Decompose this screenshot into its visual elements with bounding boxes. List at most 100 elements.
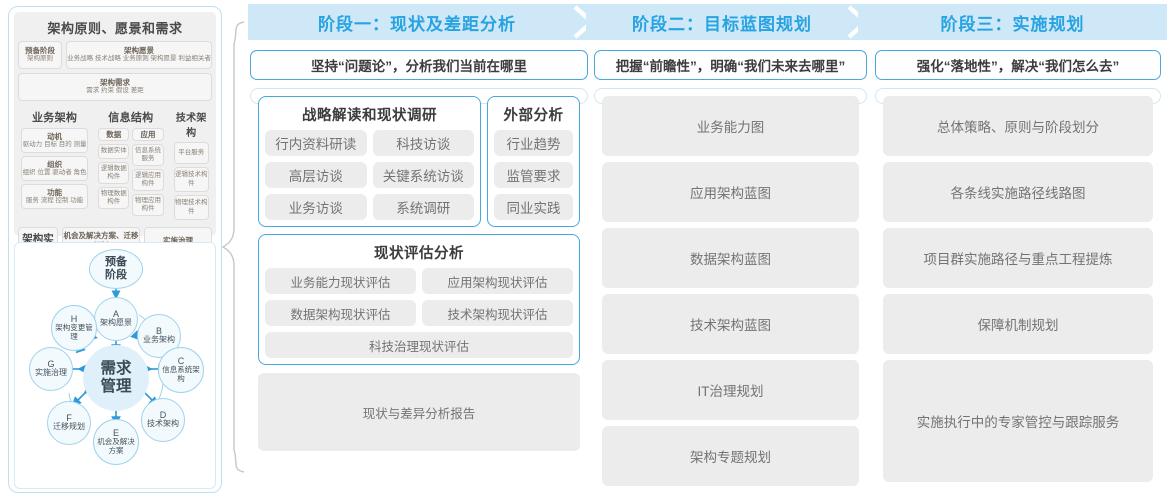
- chip-item[interactable]: 业务能力图: [602, 96, 859, 156]
- pillar-cell: 平台服务: [173, 142, 209, 164]
- node-label: 架构愿景: [100, 318, 132, 328]
- chip-item[interactable]: 系统调研: [372, 194, 474, 220]
- chip-item[interactable]: 业务访谈: [265, 194, 367, 220]
- phase-2-banner: 阶段二：目标蓝图规划: [586, 4, 858, 40]
- chip-item[interactable]: 同业实践: [494, 194, 573, 220]
- group-chip-grid: 业务能力现状评估 应用架构现状评估 数据架构现状评估 技术架构现状评估: [265, 268, 573, 326]
- adm-node-g: G 实施治理: [29, 347, 73, 391]
- cell-heading: 实施治理: [162, 236, 193, 246]
- chip-item[interactable]: 业务能力现状评估: [265, 268, 416, 294]
- phase-1-subtitle-text: 坚持“问题论”，分析我们当前在哪里: [311, 59, 527, 74]
- chip-item[interactable]: 高层访谈: [265, 162, 367, 188]
- cell-heading: 应用: [140, 129, 156, 139]
- pillar-information-structure: 信息结构 数据 数据实体 逻辑数据构件: [95, 105, 167, 223]
- adm-node-e: E 机会及解决方案: [93, 419, 139, 465]
- cell-sub: 物理技术构件: [175, 199, 208, 215]
- togaf-cell-prep: 预备阶段 架构原则: [18, 41, 62, 69]
- cell-sub: 物理数据构件: [100, 189, 127, 205]
- adm-node-h: H 架构变更管理: [51, 305, 97, 351]
- node-key: G: [47, 358, 55, 369]
- adm-cycle-diagram: 预备 阶段 需求 管理 A 架构愿景 B 业务架构 C 信息系统架构 D 技术架: [14, 242, 216, 489]
- node-label: 架构变更管理: [55, 323, 93, 341]
- togaf-row-1: 预备阶段 架构原则 架构愿景 业务战略 技术战略 业务原则 架构愿景 利益相关者: [18, 41, 212, 69]
- chip-item[interactable]: 数据架构蓝图: [602, 228, 859, 288]
- chip-item[interactable]: 保障机制规划: [883, 294, 1153, 354]
- cell-heading: 组织: [47, 159, 63, 169]
- chip-item[interactable]: 科技访谈: [372, 130, 474, 156]
- pillar-cell: 物理技术构件: [173, 195, 209, 220]
- group-strategy-research: 战略解读和现状调研 行内资料研读 科技访谈 高层访谈 关键系统访谈 业务访谈 系…: [258, 96, 481, 227]
- chip-report-item[interactable]: 现状与差异分析报告: [258, 373, 580, 451]
- group-title: 现状评估分析: [374, 246, 464, 262]
- cell-heading: 功能: [47, 187, 63, 197]
- chip-item[interactable]: 项目群实施路径与重点工程提炼: [883, 228, 1153, 288]
- node-line-1: 需求: [100, 360, 132, 378]
- group-title: 战略解读和现状调研: [302, 108, 437, 124]
- chip-item[interactable]: 应用架构蓝图: [602, 162, 859, 222]
- togaf-row-2: 架构需求 需求 约束 假设 差距: [18, 73, 212, 101]
- chip-item[interactable]: 数据架构现状评估: [265, 300, 416, 326]
- cell-heading: 架构需求: [100, 78, 130, 88]
- chip-item[interactable]: 实施执行中的专家管控与跟踪服务: [883, 360, 1153, 482]
- togaf-pillars: 业务架构 动机 驱动力 目标 目的 测量 组织 组织 位置 驱动者 角色: [18, 105, 212, 223]
- phase-1-subtitle: 坚持“问题论”，分析我们当前在哪里: [250, 50, 588, 80]
- cell-sub: 业务战略 技术战略 业务原则 架构愿景 利益相关者: [67, 55, 211, 63]
- cell-heading: 架构愿景: [124, 46, 154, 56]
- chip-item[interactable]: 应用架构现状评估: [422, 268, 573, 294]
- chip-item[interactable]: 技术架构现状评估: [422, 300, 573, 326]
- chip-item[interactable]: IT治理规划: [602, 360, 859, 420]
- pillar-business-architecture: 业务架构 动机 驱动力 目标 目的 测量 组织 组织 位置 驱动者 角色: [18, 105, 92, 223]
- pillar-technology-architecture: 技术架构 平台服务 逻辑技术构件 物理技术构件: [170, 105, 212, 223]
- brace-connector: [222, 21, 245, 473]
- cell-sub: 需求 约束 假设 差距: [86, 87, 144, 95]
- pillar-heading: 技术架构: [175, 113, 207, 139]
- cell-sub: 逻辑技术构件: [175, 171, 208, 187]
- chip-item[interactable]: 各条线实施路径线路图: [883, 162, 1153, 222]
- phase-2-subtitle-text: 把握“前瞻性”，明确“我们未来去哪里”: [615, 59, 846, 74]
- cell-sub: 组织 位置 驱动者 角色: [22, 168, 87, 176]
- pillar-cell: 物理应用构件: [132, 194, 164, 216]
- pillar-cell: 逻辑技术构件: [173, 167, 209, 192]
- cell-sub: 服务 流程 控制 功能: [25, 196, 84, 204]
- cell-sub: 平台服务: [178, 148, 205, 156]
- pillar-cell: 数据: [98, 128, 130, 141]
- node-label: 业务架构: [143, 335, 175, 345]
- chip-item[interactable]: 行业趋势: [494, 130, 573, 156]
- cell-sub: 逻辑数据构件: [100, 164, 127, 180]
- cell-heading: 预备阶段: [25, 46, 55, 56]
- chip-item[interactable]: 技术架构蓝图: [602, 294, 859, 354]
- node-line-2: 管理: [100, 378, 132, 395]
- cell-sub: 物理应用构件: [134, 196, 161, 212]
- pillar-cell: 逻辑数据构件: [98, 162, 130, 184]
- pillar-cell: 数据实体: [98, 144, 130, 159]
- group-chip-grid: 行内资料研读 科技访谈 高层访谈 关键系统访谈 业务访谈 系统调研: [265, 130, 474, 220]
- pillar-cell: 组织 组织 位置 驱动者 角色: [21, 156, 89, 181]
- pillar-cell: 应用: [132, 128, 164, 141]
- chip-item[interactable]: 架构专题规划: [602, 426, 859, 486]
- phase-3-subtitle: 强化“落地性”，解决“我们怎么去”: [875, 50, 1161, 80]
- chip-item[interactable]: 科技治理现状评估: [265, 332, 573, 358]
- pillar-cell: 物理数据构件: [98, 187, 130, 209]
- phase-1-banner: 阶段一：现状及差距分析: [248, 4, 586, 40]
- phase-1-top-groups: 战略解读和现状调研 行内资料研读 科技访谈 高层访谈 关键系统访谈 业务访谈 系…: [258, 96, 580, 227]
- node-key: D: [159, 409, 167, 420]
- chip-item[interactable]: 行内资料研读: [265, 130, 367, 156]
- group-chip-list: 行业趋势 监管要求 同业实践: [494, 130, 573, 220]
- chip-item[interactable]: 总体策略、原则与阶段划分: [883, 96, 1153, 156]
- pillar-cell: 功能 服务 流程 控制 功能: [21, 184, 89, 209]
- node-key: C: [177, 355, 185, 366]
- node-label: 实施治理: [35, 368, 67, 378]
- phase-2-item-list: 业务能力图 应用架构蓝图 数据架构蓝图 技术架构蓝图 IT治理规划 架构专题规划: [602, 96, 859, 486]
- pillar-cell: 逻辑应用构件: [132, 169, 164, 191]
- chip-item[interactable]: 关键系统访谈: [372, 162, 474, 188]
- node-line-1: 预备: [105, 256, 127, 269]
- cell-heading: 动机: [47, 131, 63, 141]
- pillar-heading: 信息结构: [108, 112, 154, 124]
- adm-node-preliminary: 预备 阶段: [89, 249, 143, 289]
- togaf-title: 架构原则、愿景和需求: [47, 21, 183, 36]
- phase-3-banner-text: 阶段三：实施规划: [940, 14, 1085, 34]
- node-label: 机会及解决方案: [97, 437, 135, 455]
- adm-node-d: D 技术架构: [141, 398, 185, 442]
- node-line-2: 阶段: [105, 269, 127, 281]
- chip-item[interactable]: 监管要求: [494, 162, 573, 188]
